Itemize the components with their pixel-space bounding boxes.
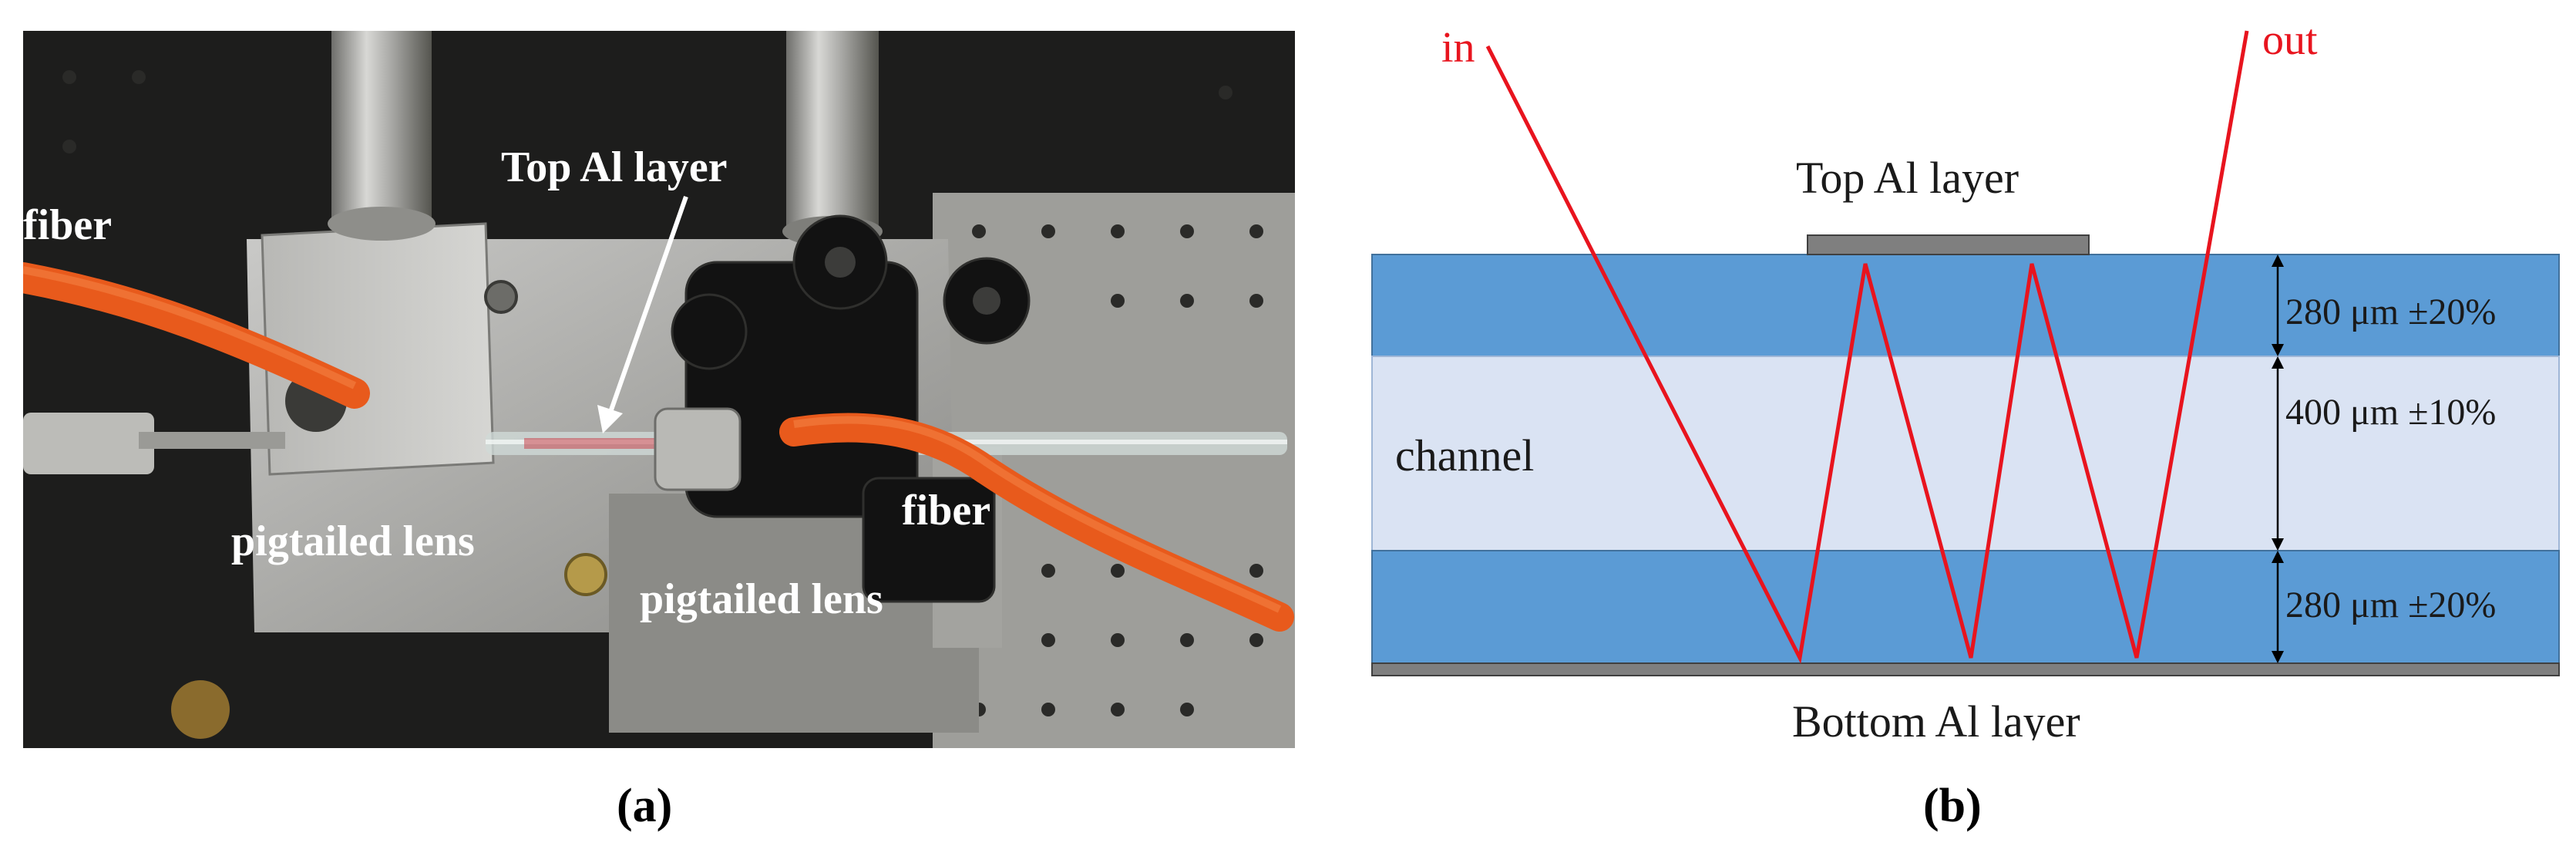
label-pigtailed-lens-left: pigtailed lens — [231, 517, 475, 565]
label-top-al-layer: Top Al layer — [1796, 153, 2019, 203]
cross-section-diagram: in out Top Al layer channel Bottom Al la… — [1357, 0, 2576, 747]
lens-barrel — [654, 407, 742, 491]
left-mount-block — [261, 222, 495, 476]
right-post — [786, 31, 879, 231]
label-fiber-right: fiber — [902, 487, 990, 534]
label-fiber-left: fiber — [23, 201, 112, 249]
setup-photo: fiber Top Al layer fiber pigtailed lens … — [8, 31, 1295, 748]
label-pigtailed-lens-right: pigtailed lens — [640, 575, 883, 623]
label-in: in — [1441, 24, 1475, 72]
fiber-left-cable — [8, 262, 370, 409]
label-channel: channel — [1395, 430, 1534, 480]
label-bottom-al-layer: Bottom Al layer — [1792, 696, 2080, 740]
lens-mount — [671, 214, 1031, 603]
dimension-bottom-layer: 280 μm ±20% — [2285, 585, 2496, 625]
top-glass-layer — [1371, 254, 2560, 357]
label-out: out — [2262, 16, 2318, 64]
brass-screw — [564, 553, 607, 596]
dimension-channel: 400 μm ±10% — [2285, 392, 2496, 433]
dimension-top-layer: 280 μm ±20% — [2285, 292, 2496, 332]
bottom-al-layer — [1371, 662, 2560, 676]
fiber-right-cable — [779, 413, 1294, 632]
channel-layer — [1371, 356, 2560, 551]
caption-a: (a) — [617, 780, 673, 832]
label-top-al-layer-photo: Top Al layer — [501, 143, 728, 191]
top-al-layer — [1807, 234, 2090, 255]
top-al-arrow — [607, 196, 688, 417]
light-beam — [1485, 30, 2249, 664]
left-post — [331, 31, 432, 224]
caption-b: (b) — [1923, 780, 1982, 832]
